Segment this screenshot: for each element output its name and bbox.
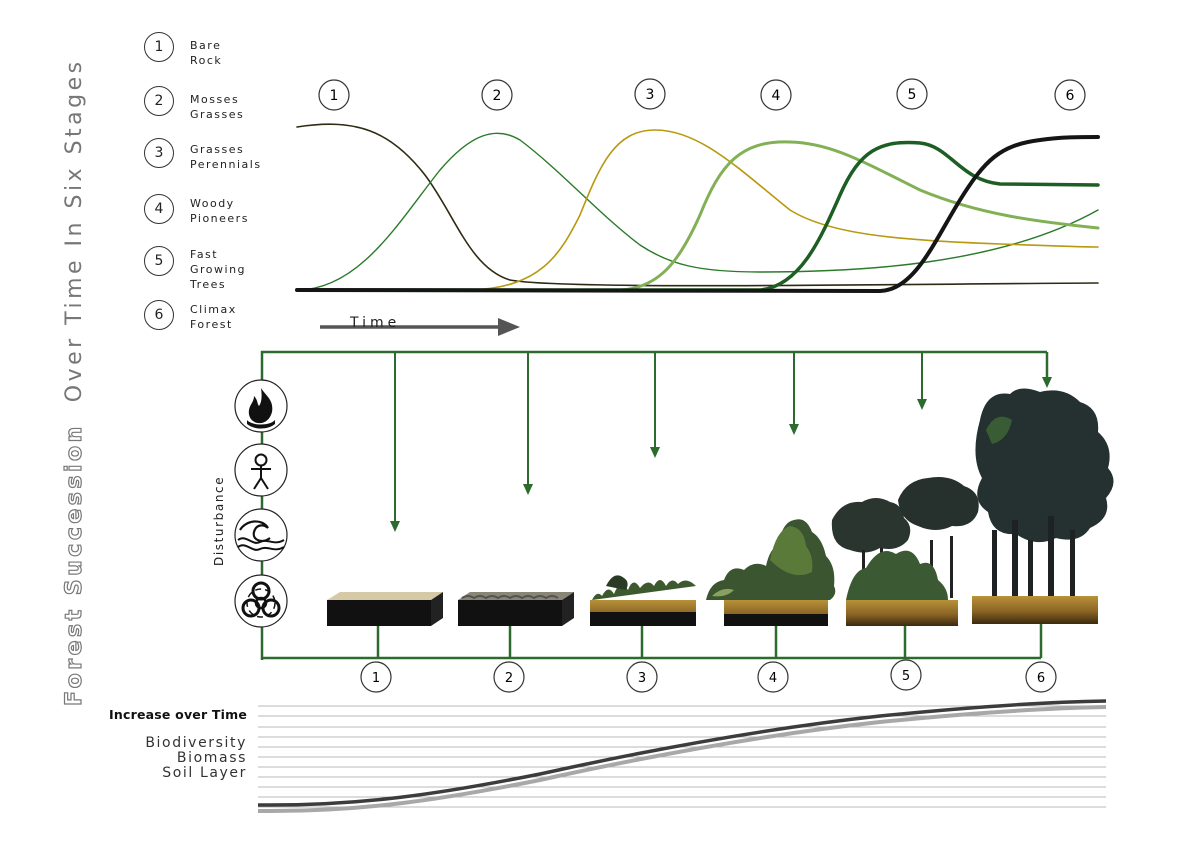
legend-number: 6 bbox=[144, 300, 174, 330]
metric-biomass: Biomass bbox=[176, 750, 247, 766]
svg-text:4: 4 bbox=[769, 671, 777, 686]
svg-text:6: 6 bbox=[1066, 88, 1075, 104]
curve-stage-4-woody bbox=[295, 140, 1100, 292]
legend-item-6: 6 Climax Forest bbox=[144, 300, 237, 332]
svg-text:3: 3 bbox=[638, 671, 646, 686]
block-number-5: 5 bbox=[890, 659, 922, 691]
disturbance-arrows bbox=[390, 352, 1052, 532]
block-stage-2-mosses bbox=[458, 592, 574, 658]
block-number-6: 6 bbox=[1025, 661, 1057, 693]
legend-number: 1 bbox=[144, 32, 174, 62]
metric-biodiversity: Biodiversity bbox=[145, 735, 247, 751]
block-number-2: 2 bbox=[493, 661, 525, 693]
svg-text:5: 5 bbox=[902, 669, 910, 684]
arrow-stage-6 bbox=[1042, 377, 1052, 388]
disturbance-label: Disturbance bbox=[212, 476, 226, 566]
curve-stage-1-bare-rock bbox=[296, 123, 1099, 287]
curve-stage-numbers: 1 2 3 4 5 6 bbox=[318, 78, 1086, 111]
succession-curves bbox=[295, 123, 1100, 294]
time-arrow: Time bbox=[320, 315, 520, 336]
curve-stage-4: 4 bbox=[760, 79, 792, 111]
svg-text:1: 1 bbox=[330, 88, 339, 104]
block-stage-3-grasses bbox=[590, 575, 696, 658]
growth-curve-light bbox=[257, 705, 1107, 814]
block-stage-6-climax bbox=[972, 388, 1114, 658]
growth-curve-dark bbox=[257, 699, 1107, 807]
curve-stage-3-grasses bbox=[296, 129, 1099, 291]
stage-blocks bbox=[327, 388, 1114, 658]
metric-labels: Increase over Time Biodiversity Biomass … bbox=[109, 706, 247, 781]
legend-item-1: 1 Bare Rock bbox=[144, 32, 222, 68]
curve-stage-5-fast-trees bbox=[295, 140, 1100, 292]
legend-item-2: 2 Mosses Grasses bbox=[144, 86, 244, 122]
legend-item-5: 5 Fast Growing Trees bbox=[144, 246, 246, 292]
arrow-stage-4 bbox=[789, 352, 799, 435]
block-stage-5-fast-trees bbox=[831, 477, 979, 658]
arrow-stage-1 bbox=[390, 352, 400, 532]
legend-number: 2 bbox=[144, 86, 174, 116]
svg-text:5: 5 bbox=[908, 87, 917, 103]
block-stage-4-woody bbox=[706, 519, 836, 658]
arrow-stage-5 bbox=[917, 352, 927, 410]
arrow-stage-3 bbox=[650, 352, 660, 458]
wave-icon bbox=[234, 508, 288, 562]
legend-label: Climax Forest bbox=[190, 303, 237, 331]
biohazard-icon bbox=[234, 574, 288, 628]
legend-number: 4 bbox=[144, 194, 174, 224]
legend-label: Woody Pioneers bbox=[190, 197, 249, 225]
curve-stage-2-mosses bbox=[296, 132, 1099, 291]
legend-label: Bare Rock bbox=[190, 39, 223, 67]
legend-label: Fast Growing Trees bbox=[190, 248, 247, 291]
svg-text:2: 2 bbox=[505, 671, 513, 686]
block-number-4: 4 bbox=[757, 661, 789, 693]
svg-text:4: 4 bbox=[772, 88, 781, 104]
graph-gridlines bbox=[258, 705, 1106, 808]
legend-label: Grasses Perennials bbox=[190, 143, 262, 171]
arrow-stage-2 bbox=[523, 352, 533, 495]
legend-number: 5 bbox=[144, 246, 174, 276]
svg-text:2: 2 bbox=[493, 88, 502, 104]
block-number-3: 3 bbox=[626, 661, 658, 693]
metric-soil-layer: Soil Layer bbox=[162, 765, 247, 781]
disturbance-icons bbox=[234, 379, 288, 628]
fire-icon bbox=[234, 379, 288, 433]
legend-number: 3 bbox=[144, 138, 174, 168]
svg-text:1: 1 bbox=[372, 671, 380, 686]
metrics-heading: Increase over Time bbox=[109, 707, 247, 722]
svg-text:6: 6 bbox=[1037, 671, 1045, 686]
curve-stage-3: 3 bbox=[634, 78, 666, 110]
block-number-1: 1 bbox=[360, 661, 392, 693]
curve-stage-2: 2 bbox=[481, 79, 513, 111]
curve-stage-5: 5 bbox=[896, 78, 928, 110]
increase-graph bbox=[257, 699, 1107, 814]
legend-item-4: 4 Woody Pioneers bbox=[144, 194, 249, 226]
curve-stage-6: 6 bbox=[1054, 79, 1086, 111]
person-icon bbox=[234, 443, 288, 497]
curve-stage-6-climax bbox=[295, 135, 1100, 294]
time-label: Time bbox=[349, 315, 400, 331]
block-stage-1-bare-rock bbox=[327, 592, 443, 658]
legend-item-3: 3 Grasses Perennials bbox=[144, 138, 262, 172]
legend-label: Mosses Grasses bbox=[190, 93, 245, 121]
curve-stage-1: 1 bbox=[318, 79, 350, 111]
svg-text:3: 3 bbox=[646, 87, 655, 103]
block-stage-numbers: 1 2 3 4 5 6 bbox=[360, 659, 1057, 693]
